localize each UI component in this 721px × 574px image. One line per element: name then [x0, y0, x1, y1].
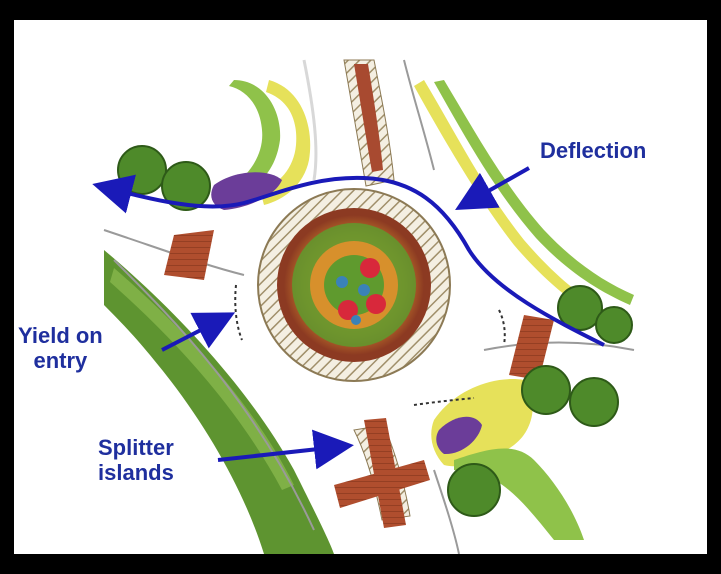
deflection-label: Deflection [540, 138, 646, 163]
splitter-label-line2: islands [98, 460, 174, 485]
blue-flower [336, 276, 348, 288]
splitter-label-line1: Splitter [98, 435, 174, 460]
yield-on-entry-label: Yield on entry [18, 323, 103, 373]
red-flower [366, 294, 386, 314]
yield-label-line2: entry [18, 348, 103, 373]
central-island [258, 189, 450, 381]
diagram-canvas: Deflection Yield on entry Splitter islan… [14, 20, 707, 554]
splitter-islands-label: Splitter islands [98, 435, 174, 485]
yield-label-line1: Yield on [18, 323, 103, 348]
red-flower [360, 258, 380, 278]
blue-flower [351, 315, 361, 325]
blue-flower [358, 284, 370, 296]
crosswalk-left [164, 230, 214, 280]
